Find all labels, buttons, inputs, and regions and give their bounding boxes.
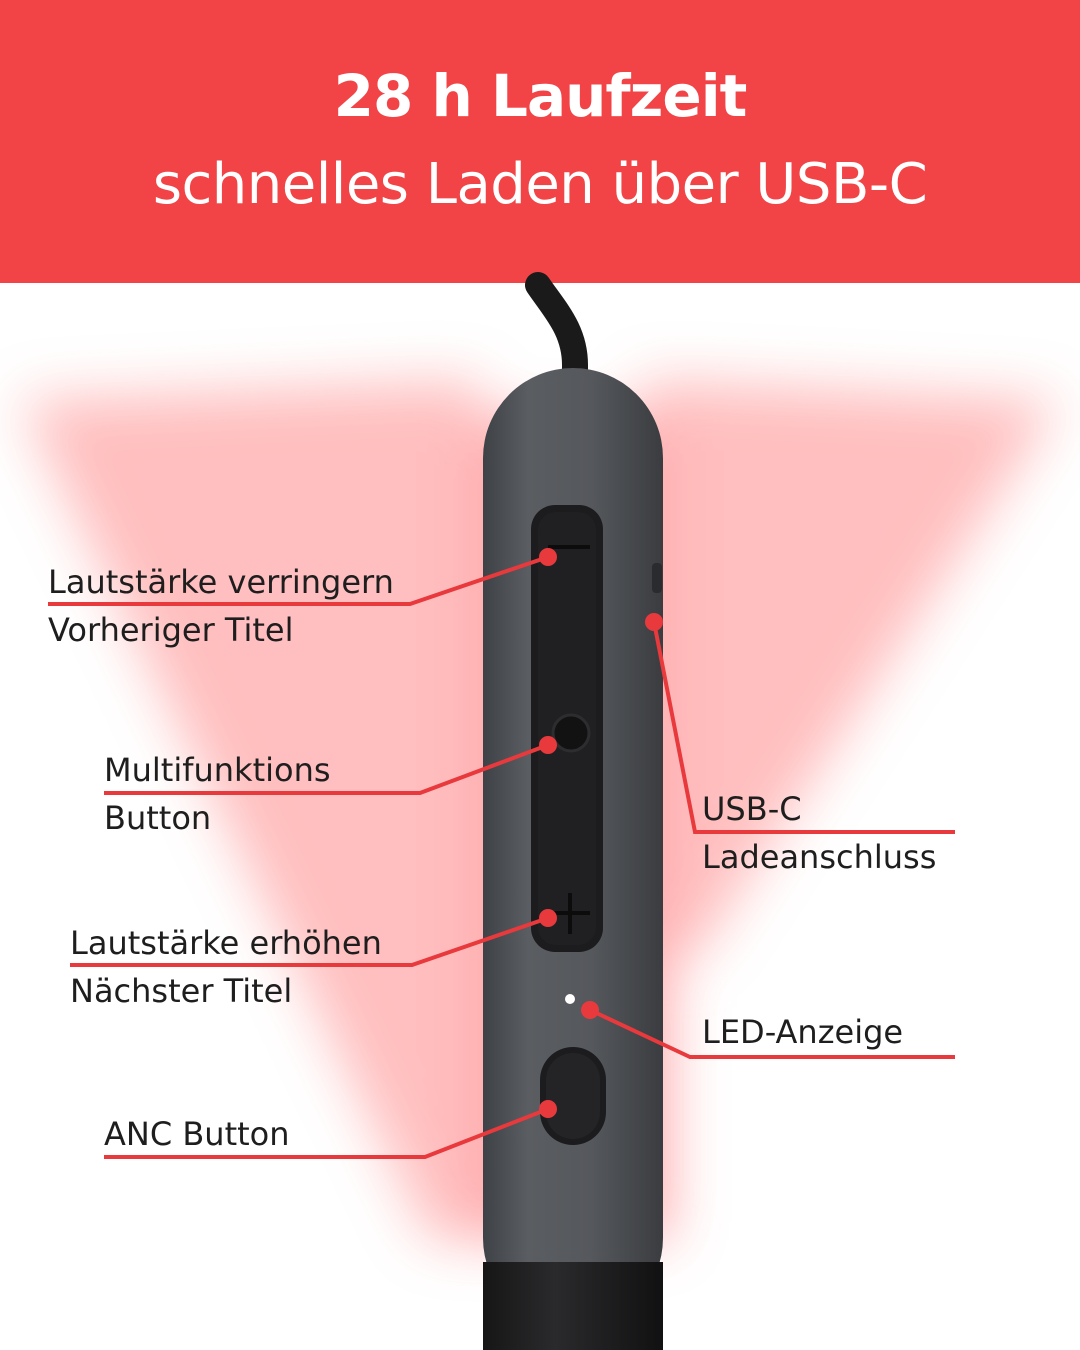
label-multifunction-line1: Multifunktions <box>104 751 331 789</box>
label-anc: ANC Button <box>104 1114 290 1154</box>
label-led-line1: LED-Anzeige <box>702 1013 904 1051</box>
callout-dot-led <box>581 1001 599 1019</box>
label-multifunction: Multifunktions Button <box>104 750 331 838</box>
callout-line-volume-down <box>48 555 549 606</box>
device-end-cap <box>483 1262 663 1350</box>
label-volume-up-line1: Lautstärke erhöhen <box>70 924 382 962</box>
label-volume-up-line2: Nächster Titel <box>70 972 293 1010</box>
multifunction-button-icon <box>551 713 591 753</box>
header-banner: 28 h Laufzeit schnelles Laden über USB-C <box>0 0 1080 283</box>
callout-dot-multifunction <box>539 736 557 754</box>
callout-dot-volume-up <box>539 909 557 927</box>
label-usb-c-line1: USB-C <box>702 790 802 828</box>
headline: 28 h Laufzeit <box>333 62 748 130</box>
callout-line-usb-c <box>652 621 955 834</box>
label-multifunction-line2: Button <box>104 799 212 837</box>
label-volume-down-line1: Lautstärke verringern <box>48 563 394 601</box>
callout-line-multifunction <box>104 743 549 795</box>
label-volume-down: Lautstärke verringern Vorheriger Titel <box>48 562 394 650</box>
callout-dot-usb-c <box>645 613 663 631</box>
callout-dot-volume-down <box>539 548 557 566</box>
label-volume-up: Lautstärke erhöhen Nächster Titel <box>70 923 382 1011</box>
cable <box>525 272 588 391</box>
usb-c-port <box>652 563 662 593</box>
led-indicator <box>565 994 575 1004</box>
callout-dot-anc <box>539 1100 557 1118</box>
callout-line-led <box>589 1008 955 1059</box>
label-anc-line1: ANC Button <box>104 1115 290 1153</box>
subline: schnelles Laden über USB-C <box>152 152 928 217</box>
label-volume-down-line2: Vorheriger Titel <box>48 611 294 649</box>
callout-line-anc <box>104 1107 549 1159</box>
label-led: LED-Anzeige <box>702 1012 903 1052</box>
label-usb-c-line2: Ladeanschluss <box>702 838 937 876</box>
label-usb-c: USB-C Ladeanschluss <box>702 789 936 877</box>
callout-line-volume-up <box>70 916 549 967</box>
